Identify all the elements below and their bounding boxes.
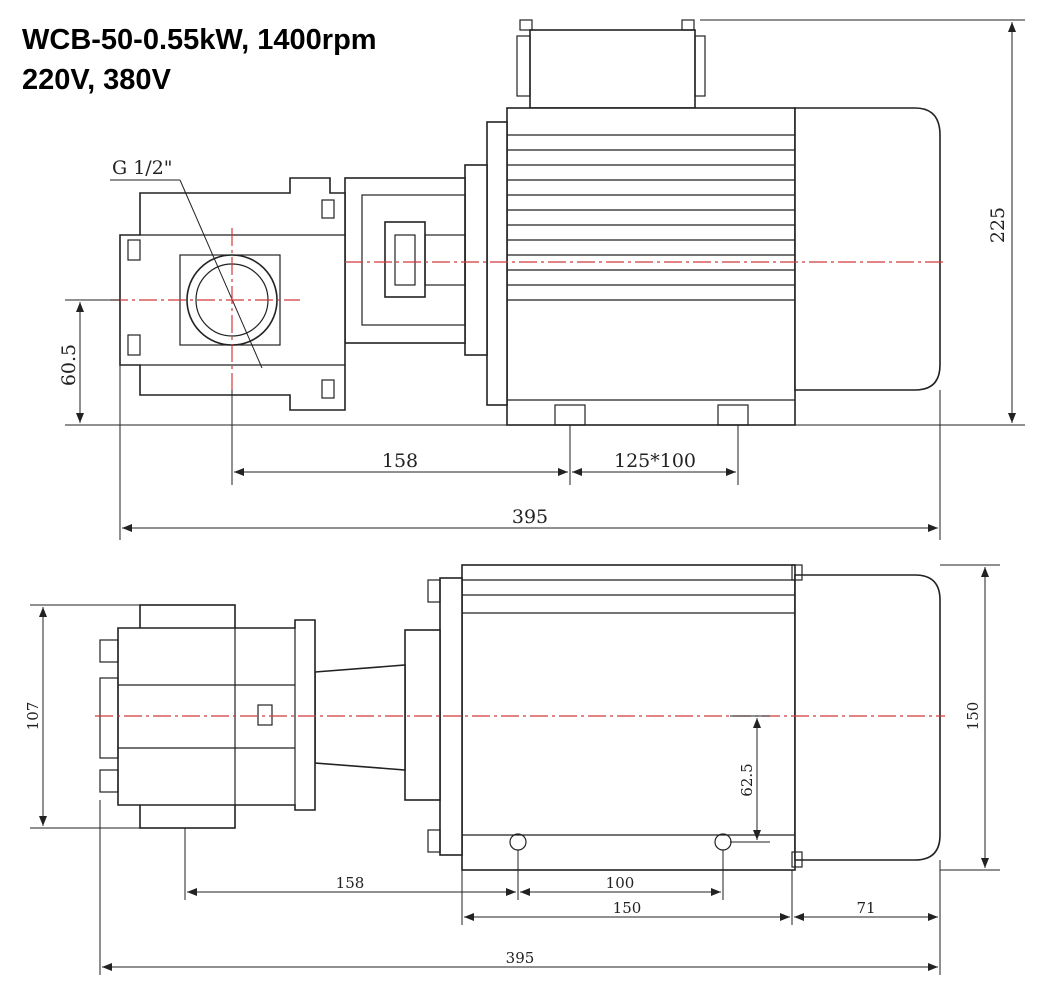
dim-158-top: 158 [336, 874, 365, 892]
dim-125x100: 125*100 [614, 450, 696, 472]
dim-107: 107 [24, 702, 42, 731]
dim-150-length: 150 [613, 899, 642, 917]
dim-62-5: 62.5 [738, 763, 756, 796]
dim-71: 71 [856, 899, 875, 917]
terminal-box [529, 29, 696, 109]
voltage-title: 220V, 380V [22, 64, 171, 96]
dim-150-width: 150 [964, 702, 982, 731]
motor-body [506, 107, 796, 426]
dim-60-5: 60.5 [58, 344, 80, 386]
pump-body-top [117, 619, 316, 811]
dim-100: 100 [606, 874, 635, 892]
top-view: 107 150 62.5 158 100 150 71 395 [24, 564, 1000, 975]
front-view: G 1/2" 225 60.5 158 125*100 395 [58, 19, 1025, 540]
fan-cover [794, 107, 941, 391]
dim-158: 158 [382, 450, 418, 472]
dim-395: 395 [512, 506, 548, 528]
dim-395-top: 395 [506, 949, 535, 967]
dim-225: 225 [987, 207, 1009, 243]
thread-label: G 1/2" [112, 157, 173, 179]
model-title: WCB-50-0.55kW, 1400rpm [22, 24, 377, 56]
fan-cover-top [794, 574, 941, 861]
motor-body-top [461, 564, 796, 871]
